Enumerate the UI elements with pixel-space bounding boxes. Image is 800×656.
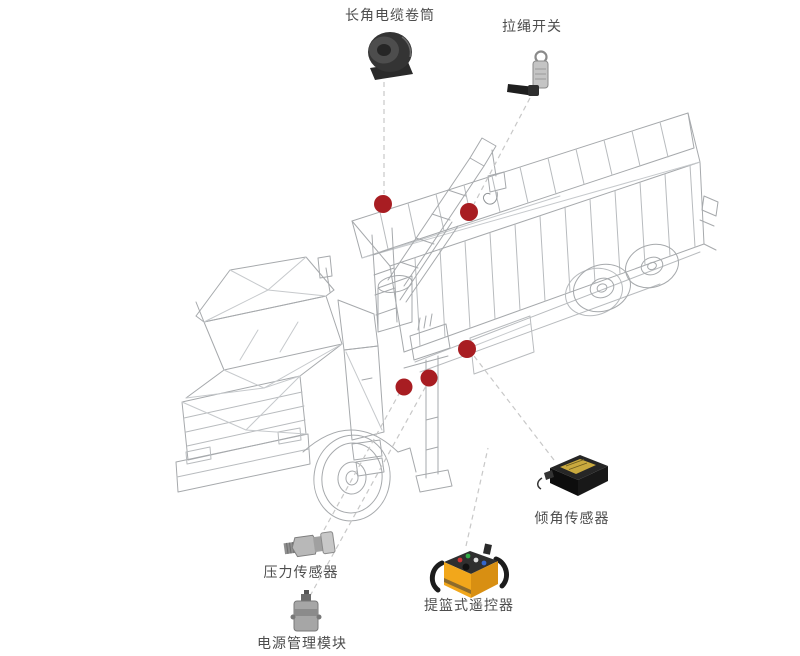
label-remote-control: 提篮式遥控器 (424, 598, 514, 614)
pull-rope-switch-icon (507, 50, 549, 96)
connector-line (473, 97, 531, 205)
truck-wireframe-illustration (175, 112, 719, 522)
marker-pull-rope-switch-position (460, 203, 478, 221)
marker-pressure-sensor-position (395, 378, 413, 396)
power-module-icon (290, 590, 322, 632)
tilt-sensor-icon (537, 455, 608, 496)
marker-power-module-position (420, 369, 438, 387)
pressure-sensor-icon (283, 531, 336, 558)
label-tilt-sensor: 倾角传感器 (534, 511, 610, 527)
connector-line (473, 355, 555, 461)
cable-reel-icon (368, 32, 413, 80)
label-cable-reel: 长角电缆卷筒 (345, 8, 435, 24)
connector-lines (309, 82, 555, 597)
label-power-module: 电源管理模块 (257, 636, 347, 652)
marker-cable-reel-position (374, 195, 392, 213)
marker-tilt-sensor-position (458, 340, 476, 358)
label-pull-rope-switch: 拉绳开关 (502, 19, 562, 35)
label-pressure-sensor: 压力传感器 (263, 565, 339, 581)
connector-line (309, 385, 427, 597)
remote-control-icon (429, 543, 510, 598)
connector-line (465, 447, 489, 547)
